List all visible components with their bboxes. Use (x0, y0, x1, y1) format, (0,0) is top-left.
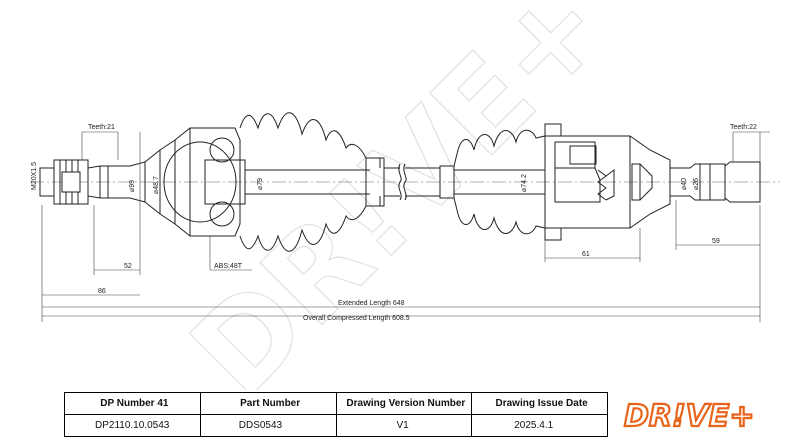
label-dim-86: 86 (98, 288, 106, 295)
label-thread: M20X1.5 (31, 162, 38, 190)
label-dia-74-2: ⌀74.2 (521, 174, 528, 192)
header-dp-number: DP Number 41 (64, 392, 201, 415)
value-part-number: DDS0543 (199, 414, 337, 437)
drive-plus-logo: DR!VE+ (623, 398, 756, 435)
left-stub-shaft (39, 159, 146, 205)
header-part-number: Part Number (199, 392, 337, 415)
label-teeth-right: Teeth:22 (730, 124, 757, 131)
outer-boot (239, 112, 385, 252)
label-dia-99: ⌀99 (129, 180, 136, 192)
label-compressed-length: Overall Compressed Length 608.5 (303, 315, 410, 322)
title-block: DP Number 41 Part Number Drawing Version… (64, 392, 608, 437)
label-dia-79: ⌀79 (257, 178, 264, 190)
value-drawing-version: V1 (335, 414, 473, 437)
drive-shaft-technical-drawing: DR!VE+ (30, 0, 780, 390)
value-dp-number: DP2110.10.0543 (64, 414, 201, 437)
label-dia-40: ⌀40 (681, 178, 688, 190)
label-teeth-left: Teeth:21 (88, 124, 115, 131)
label-dia-48-7: ⌀48.7 (153, 176, 160, 194)
label-dia-26: ⌀26 (693, 178, 700, 190)
watermark: DR!VE+ (165, 0, 634, 390)
label-dim-59: 59 (712, 238, 720, 245)
label-dim-61: 61 (582, 251, 590, 258)
svg-text:DR!VE+: DR!VE+ (624, 399, 755, 434)
inner-boot (453, 123, 562, 241)
inner-tripod-joint (544, 135, 671, 229)
header-drawing-issue-date: Drawing Issue Date (471, 392, 608, 415)
dimension-lines (41, 131, 770, 322)
right-stub-shaft (669, 161, 761, 203)
value-drawing-issue-date: 2025.4.1 (471, 414, 608, 437)
outer-cv-joint (144, 127, 246, 237)
intermediate-shaft (245, 163, 455, 201)
title-block-header-row: DP Number 41 Part Number Drawing Version… (64, 392, 608, 415)
svg-text:DR!VE+: DR!VE+ (166, 0, 633, 390)
label-dim-52: 52 (124, 263, 132, 270)
header-drawing-version: Drawing Version Number (335, 392, 473, 415)
title-block-value-row: DP2110.10.0543 DDS0543 V1 2025.4.1 (64, 414, 608, 437)
label-extended-length: Extended Length 648 (338, 300, 405, 307)
label-abs: ABS:48T (214, 263, 243, 270)
